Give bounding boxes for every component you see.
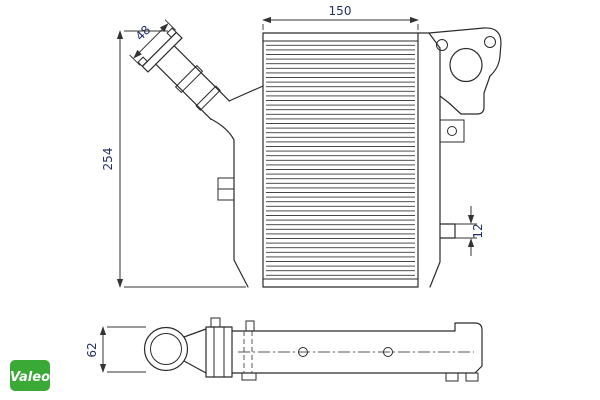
flange-bolt-ear-bottom <box>137 56 149 68</box>
dim-label-150: 150 <box>329 4 352 18</box>
rubber-foot-right2 <box>465 372 479 382</box>
body-hole-left <box>298 347 308 357</box>
inlet-flange <box>141 31 183 73</box>
bolt-hole-left <box>436 39 448 51</box>
intercooler-core <box>262 32 419 288</box>
pipe-joint-band <box>195 85 221 111</box>
inlet-pipe: 48 <box>129 19 230 120</box>
pipe-clamp-band <box>174 64 204 94</box>
core-fins <box>266 43 415 277</box>
right-tank <box>417 32 441 288</box>
body-hole-right <box>383 347 393 357</box>
rubber-foot-right1 <box>445 372 459 382</box>
lower-bracket <box>440 119 465 143</box>
flange-bolt-ear-top <box>166 27 178 39</box>
brand-logo: Valeo <box>10 360 50 391</box>
pipe-end-circles <box>143 326 189 372</box>
mounting-pin <box>210 317 221 328</box>
right-mounting-plate <box>428 27 502 143</box>
logo-text: Valeo <box>10 370 50 385</box>
dim-label-62: 62 <box>85 342 99 357</box>
bolt-hole-right <box>484 36 496 48</box>
dimension-outlet-12: 12 <box>455 206 485 256</box>
lower-bracket-hole <box>447 126 457 136</box>
front-view: 48 12 <box>101 4 502 288</box>
side-body <box>231 320 483 382</box>
dimension-width-150: 150 <box>262 4 419 30</box>
outlet-stub: 12 <box>439 206 485 256</box>
dimension-height-254: 254 <box>101 30 246 288</box>
pipe-reducer-block <box>183 317 233 378</box>
right-end-tank <box>447 322 483 374</box>
rubber-foot-left <box>241 372 257 381</box>
dim-label-254: 254 <box>101 148 115 171</box>
left-tank <box>210 85 264 288</box>
top-pin <box>245 320 255 332</box>
dim-label-48: 48 <box>133 23 154 44</box>
dimension-depth-62: 62 <box>85 326 146 373</box>
dim-label-12: 12 <box>471 223 485 238</box>
bottom-view: 62 <box>85 317 483 382</box>
dimension-inlet-48: 48 <box>129 19 176 66</box>
logo-background <box>10 360 50 391</box>
plate-large-opening <box>449 47 483 83</box>
